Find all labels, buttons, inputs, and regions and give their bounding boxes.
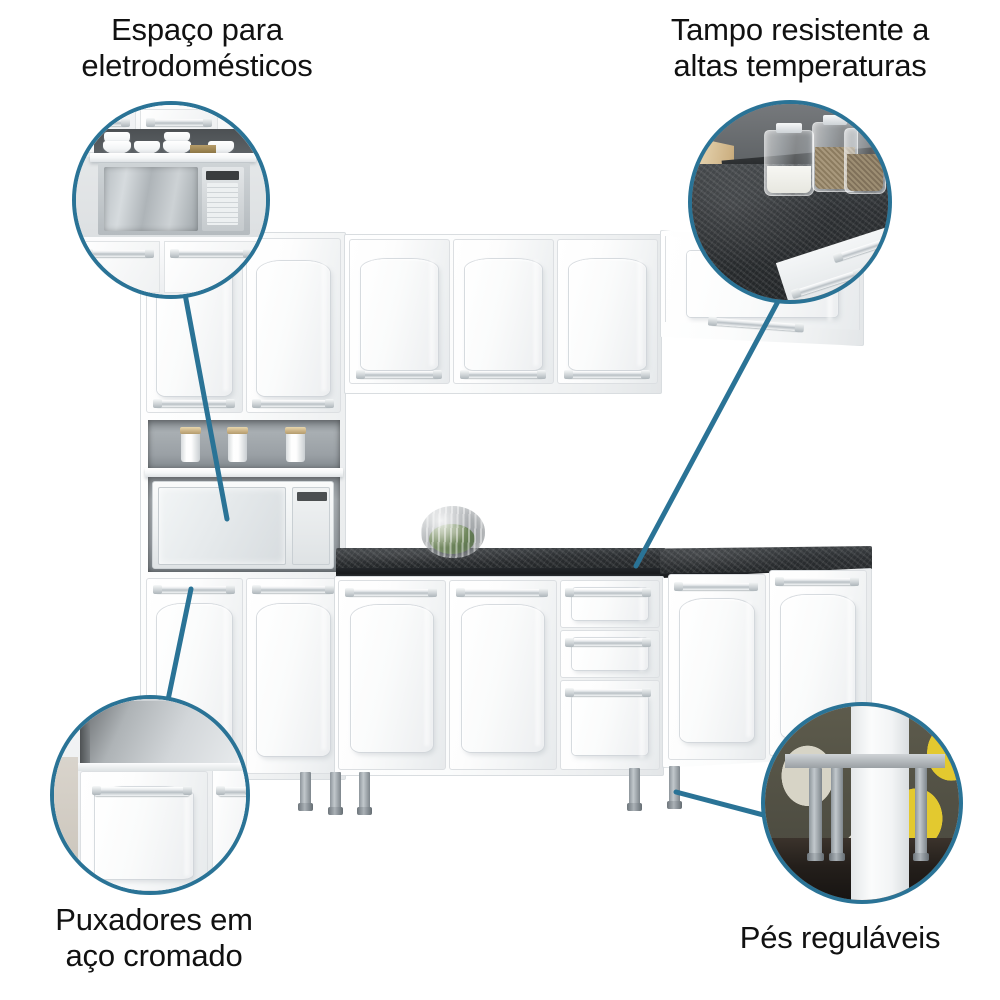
bowl-2	[103, 141, 131, 154]
callout-circle-tampo-resistente	[692, 104, 888, 300]
caption-tampo-resistente: Tampo resistente a altas temperaturas	[670, 12, 930, 83]
handle-pantry-lower-left	[153, 585, 235, 594]
callout-image-puxadores-aco	[54, 699, 246, 891]
decorative-glass-bowl	[421, 506, 485, 558]
callout-image-tampo-resistente	[692, 104, 888, 300]
microwave-door	[158, 487, 286, 565]
wall-door-2	[453, 239, 554, 384]
leg-2	[357, 772, 372, 815]
microwave-stainless-door	[104, 167, 198, 231]
wall-door-1	[349, 239, 450, 384]
callout-circle-pes-reguláveis	[765, 706, 959, 900]
adjustable-leg-2	[829, 764, 845, 861]
handle-base-drawer-1	[565, 588, 651, 597]
caption-pes-reguláveis: Pés reguláveis	[739, 920, 941, 955]
base-door-1	[338, 580, 446, 770]
handle-base-door-2	[456, 588, 548, 597]
zoom-door-face	[80, 771, 208, 891]
glass-bowl-surface	[421, 506, 485, 558]
leg-5	[298, 772, 313, 811]
base-door-2	[449, 580, 557, 770]
handle-base-corner-door-2	[775, 577, 859, 586]
handle-base-drawer-3	[565, 688, 651, 697]
handle-wall-door-3	[564, 370, 650, 379]
caption-puxadores-aco: Puxadores em aço cromado	[55, 902, 253, 973]
bowl-5	[163, 141, 191, 154]
canister-2	[227, 427, 248, 462]
handle-pantry-upper-right	[252, 399, 334, 408]
callout-circle-puxadores-aco	[54, 699, 246, 891]
canister-3	[285, 427, 306, 462]
leg-1	[328, 772, 343, 815]
handle-base-door-1	[345, 588, 437, 597]
glass-jar-3	[844, 121, 886, 194]
handle-wall-door-2	[460, 370, 546, 379]
pantry-shelf-board	[145, 468, 343, 477]
leg-3	[627, 768, 642, 811]
pantry-door-lower-right	[246, 578, 341, 774]
handle-base-corner-door-1	[674, 582, 758, 591]
adjustable-leg-3	[913, 762, 929, 861]
adjustable-leg-1	[807, 768, 824, 861]
bowl-3	[134, 141, 160, 154]
leg-4	[667, 766, 682, 809]
base-corner-door-1	[668, 574, 766, 760]
callout-image-pes-reguláveis	[765, 706, 959, 900]
canister-1	[180, 427, 201, 462]
wall-door-3	[557, 239, 658, 384]
microwave	[152, 481, 334, 569]
handle-wall-door-1	[356, 370, 442, 379]
microwave-stainless	[98, 163, 250, 235]
handle-pantry-upper-left	[153, 399, 235, 408]
caption-espaco-eletrodomesticos: Espaço para eletrodomésticos	[81, 12, 313, 83]
countertop-main	[336, 548, 666, 570]
microwave-keypad	[298, 505, 326, 509]
handle-base-drawer-2	[565, 638, 651, 647]
glass-jar-1	[764, 123, 814, 196]
callout-image-espaco-eletrodomesticos	[76, 105, 266, 295]
handle-pantry-lower-right	[252, 585, 334, 594]
callout-circle-espaco-eletrodomesticos	[76, 105, 266, 295]
countertop-main-edge	[336, 568, 666, 577]
microwave-display	[297, 492, 327, 501]
zoom-chrome-handle	[92, 786, 192, 796]
cabinet-side-panel	[851, 706, 909, 900]
microwave-control-panel	[292, 487, 330, 565]
